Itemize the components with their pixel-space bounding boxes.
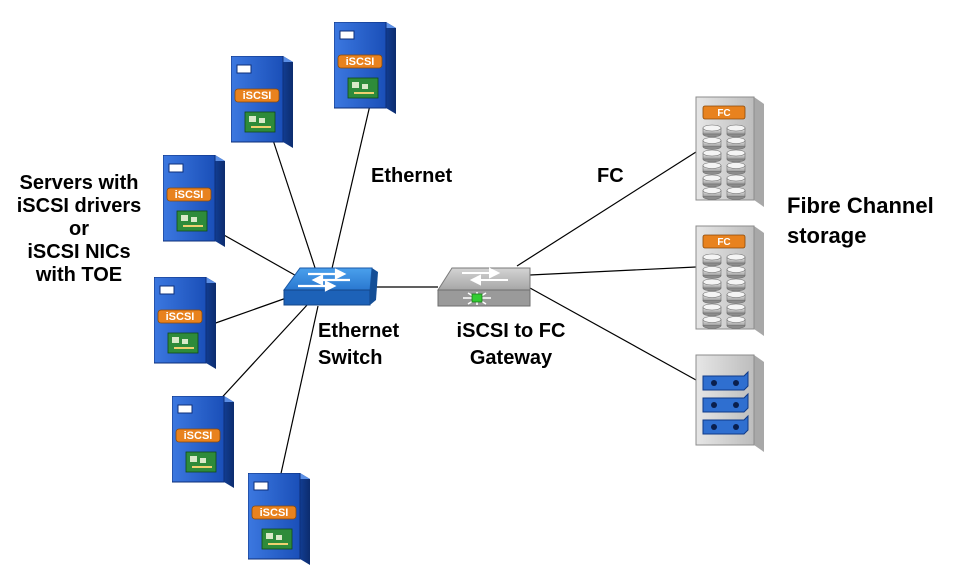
- disk-drive-top: [702, 137, 722, 144]
- disk-drive-top: [726, 174, 746, 182]
- servers-label-line: or: [69, 218, 89, 240]
- disk-drive-top: [726, 316, 746, 323]
- link-gateway-storage-2: [529, 266, 697, 276]
- disk-drive-top: [702, 162, 722, 169]
- disk-drive-top: [702, 174, 722, 182]
- gateway-label-line: Gateway: [469, 347, 553, 369]
- disk-drive-top: [726, 124, 746, 132]
- disk-drive-top: [702, 149, 722, 157]
- server-1: iSCSI: [334, 22, 396, 114]
- server-2: iSCSI: [231, 56, 293, 148]
- servers-label-line: iSCSI NICs: [27, 241, 131, 263]
- servers-label-line: with TOE: [35, 264, 123, 286]
- disk-drive-top: [702, 266, 722, 273]
- gateway-label-line: iSCSI to FC: [456, 320, 566, 342]
- disk-drive-top: [726, 291, 746, 298]
- gateway-label: iSCSI to FC Gateway: [448, 318, 574, 372]
- servers-label-line: iSCSI drivers: [16, 195, 142, 217]
- server-3: iSCSI: [163, 155, 225, 247]
- servers-label-line: Servers with: [19, 172, 139, 194]
- storage-tag-label: FC: [717, 237, 730, 248]
- disk-drive-top: [726, 278, 746, 286]
- disk-drive-top: [726, 137, 746, 144]
- server-4: iSCSI: [154, 277, 216, 369]
- server-tag-label: iSCSI: [166, 311, 195, 323]
- server-tag-label: iSCSI: [260, 507, 289, 519]
- ethernet-switch-label-line: Switch: [318, 347, 383, 369]
- server-tag-label: iSCSI: [184, 430, 213, 442]
- server-5: iSCSI: [172, 396, 234, 488]
- storage-label-line: Fibre Channel: [787, 193, 934, 218]
- disk-drive-top: [702, 253, 722, 261]
- link-server-3: [214, 229, 301, 279]
- server-tag-label: iSCSI: [243, 90, 272, 102]
- gateway-icon: [437, 267, 531, 307]
- server-6: iSCSI: [248, 473, 310, 565]
- storage-tag-label: FC: [717, 108, 730, 119]
- storage-label-line: storage: [787, 223, 867, 248]
- link-server-4: [209, 295, 293, 326]
- ethernet-switch-icon: [283, 267, 378, 306]
- disk-drive-top: [726, 187, 746, 194]
- disk-drive-top: [702, 316, 722, 323]
- ethernet-label: Ethernet: [371, 165, 453, 187]
- disk-drive-top: [726, 303, 746, 311]
- disk-drive-top: [726, 266, 746, 273]
- link-gateway-storage-3: [529, 287, 697, 381]
- server-tag-label: iSCSI: [346, 56, 375, 68]
- link-gateway-storage-1: [516, 151, 697, 267]
- link-server-5: [214, 303, 309, 406]
- fc-storage-array-1: FC: [695, 96, 764, 207]
- disk-drive-top: [726, 149, 746, 157]
- disk-drive-top: [702, 124, 722, 132]
- ethernet-switch-label: Ethernet Switch: [318, 318, 399, 372]
- disk-drive-top: [702, 187, 722, 194]
- disk-drive-top: [702, 291, 722, 298]
- disk-drive-top: [702, 278, 722, 286]
- fc-label: FC: [597, 165, 624, 187]
- connections: [209, 104, 697, 479]
- link-server-1: [329, 104, 371, 278]
- server-tag-label: iSCSI: [175, 189, 204, 201]
- tape-library-icon: [695, 354, 764, 452]
- link-server-6: [279, 305, 319, 479]
- fc-storage-array-2: FC: [695, 225, 764, 336]
- disk-drive-top: [726, 162, 746, 169]
- storage-label: Fibre Channel storage: [787, 191, 934, 251]
- disk-drive-top: [726, 253, 746, 261]
- ethernet-switch-label-line: Ethernet: [318, 320, 400, 342]
- disk-drive-top: [702, 303, 722, 311]
- link-server-2: [272, 139, 321, 284]
- servers-label: Servers with iSCSI drivers or iSCSI NICs…: [4, 172, 154, 287]
